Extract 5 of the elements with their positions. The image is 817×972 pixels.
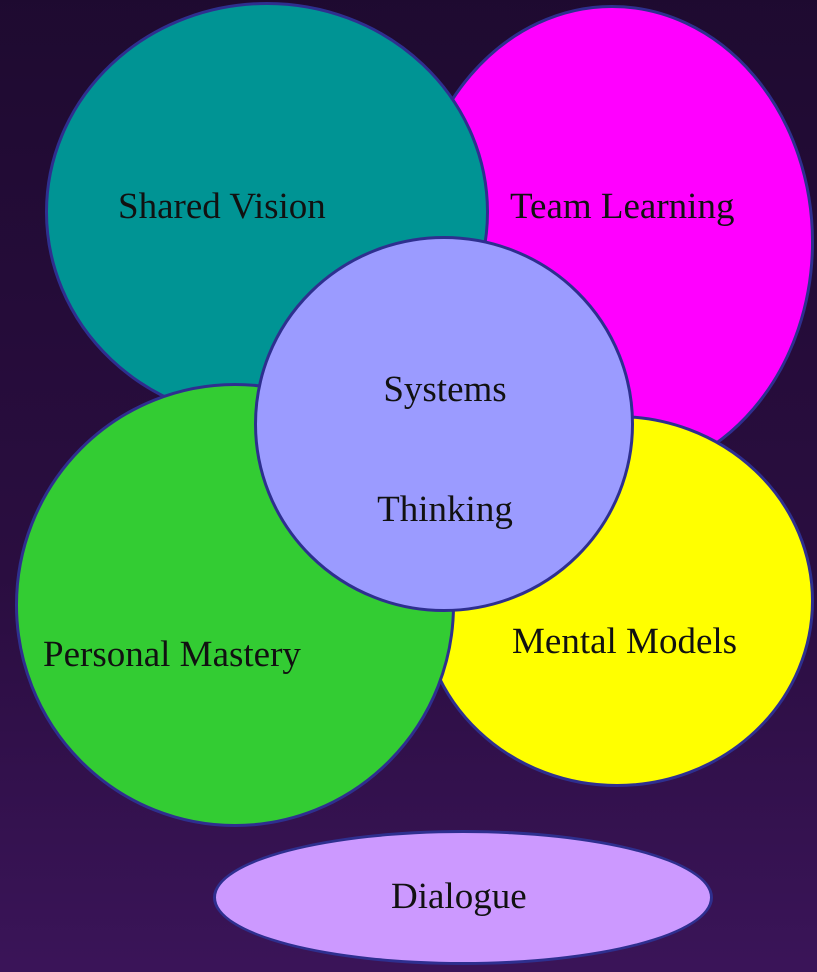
circle-label: Team Learning: [510, 185, 734, 228]
circle-label: Personal Mastery: [43, 633, 301, 676]
circle-label: Shared Vision: [118, 185, 326, 228]
circle-label: Mental Models: [512, 620, 738, 663]
ellipse-label: Dialogue: [391, 875, 527, 918]
